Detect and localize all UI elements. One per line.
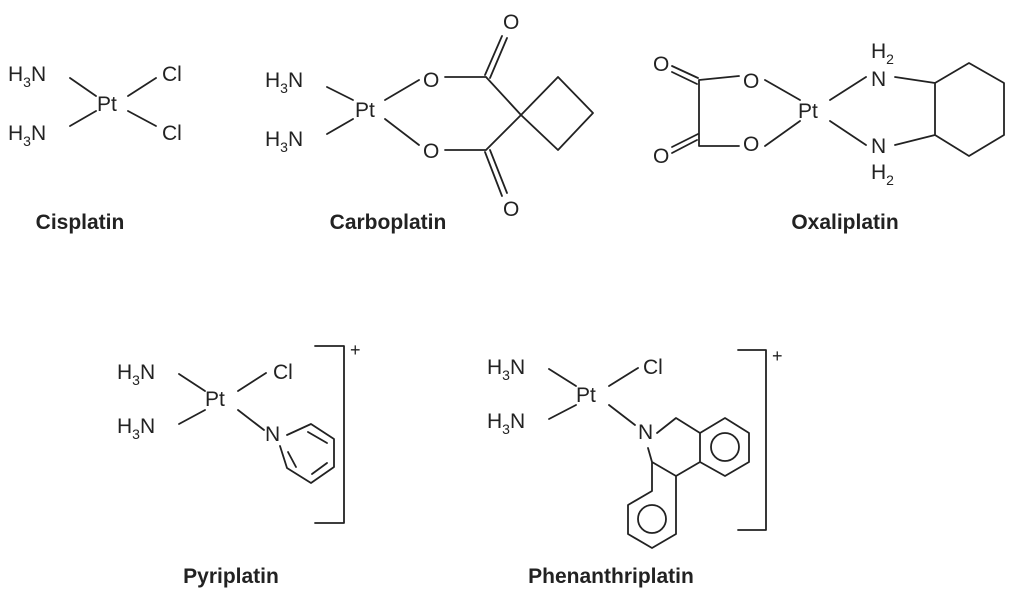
oxaliplatin-amine-bottom: N [871, 135, 886, 158]
pyriplatin-chloride: Cl [273, 361, 293, 384]
oxaliplatin-structure: O O O O Pt H2 N N H2 [653, 40, 1005, 188]
cisplatin-amine-bottom: H3N [8, 122, 46, 149]
carboplatin-structure: H3N H3N Pt O O O O [265, 11, 594, 221]
pyriplatin-platinum: Pt [205, 388, 225, 411]
cisplatin-bonds [69, 77, 157, 127]
carboplatin-oxygen-bottom: O [423, 140, 439, 163]
oxaliplatin-oxygen-bottom: O [743, 133, 759, 156]
oxaliplatin-amine-hydrogens-bottom: H2 [871, 161, 894, 188]
carboplatin-amine-top: H3N [265, 69, 303, 96]
pyriplatin-caption: Pyriplatin [183, 565, 279, 588]
oxaliplatin-bonds [671, 62, 1005, 157]
cisplatin-amine-top: H3N [8, 63, 46, 90]
phenanthriplatin-amine-top: H3N [487, 356, 525, 383]
cisplatin-caption: Cisplatin [36, 211, 125, 234]
phenanthriplatin-amine-bottom: H3N [487, 410, 525, 437]
oxaliplatin-carbonyl-oxygen-top: O [653, 53, 669, 76]
cisplatin-platinum: Pt [97, 93, 117, 116]
pyriplatin-amine-bottom: H3N [117, 415, 155, 442]
carboplatin-carbonyl-oxygen-top: O [503, 11, 519, 34]
pyriplatin-bonds [178, 372, 335, 484]
phenanthriplatin-chloride: Cl [643, 356, 663, 379]
pyriplatin-amine-top: H3N [117, 361, 155, 388]
phenanthriplatin-structure: H3N H3N Pt Cl N [487, 349, 767, 549]
oxaliplatin-caption: Oxaliplatin [791, 211, 898, 234]
pyriplatin-charge: + [350, 340, 361, 360]
phenanthriplatin-caption: Phenanthriplatin [528, 565, 694, 588]
phenanthriplatin-ring-nitrogen: N [638, 421, 653, 444]
carboplatin-bonds [326, 35, 594, 197]
pyriplatin-pyridine-nitrogen: N [265, 423, 280, 446]
carboplatin-carbonyl-oxygen-bottom: O [503, 198, 519, 221]
phenanthriplatin-bracket [737, 349, 767, 531]
carboplatin-oxygen-top: O [423, 69, 439, 92]
carboplatin-caption: Carboplatin [330, 211, 447, 234]
oxaliplatin-platinum: Pt [798, 100, 818, 123]
carboplatin-platinum: Pt [355, 99, 375, 122]
phenanthriplatin-platinum: Pt [576, 384, 596, 407]
pyriplatin-structure: H3N H3N Pt Cl N [117, 345, 345, 524]
oxaliplatin-amine-top: N [871, 68, 886, 91]
oxaliplatin-oxygen-top: O [743, 70, 759, 93]
phenanthriplatin-charge: + [772, 346, 783, 366]
cisplatin-chloride-top: Cl [162, 63, 182, 86]
phenanthriplatin-aromatic-circles [637, 432, 740, 534]
phenanthriplatin-bonds [548, 367, 750, 549]
cisplatin-structure: H3N H3N Pt Cl Cl [8, 63, 182, 149]
pyriplatin-bracket [314, 345, 345, 524]
carboplatin-amine-bottom: H3N [265, 128, 303, 155]
oxaliplatin-carbonyl-oxygen-bottom: O [653, 145, 669, 168]
oxaliplatin-amine-hydrogens-top: H2 [871, 40, 894, 67]
cisplatin-chloride-bottom: Cl [162, 122, 182, 145]
